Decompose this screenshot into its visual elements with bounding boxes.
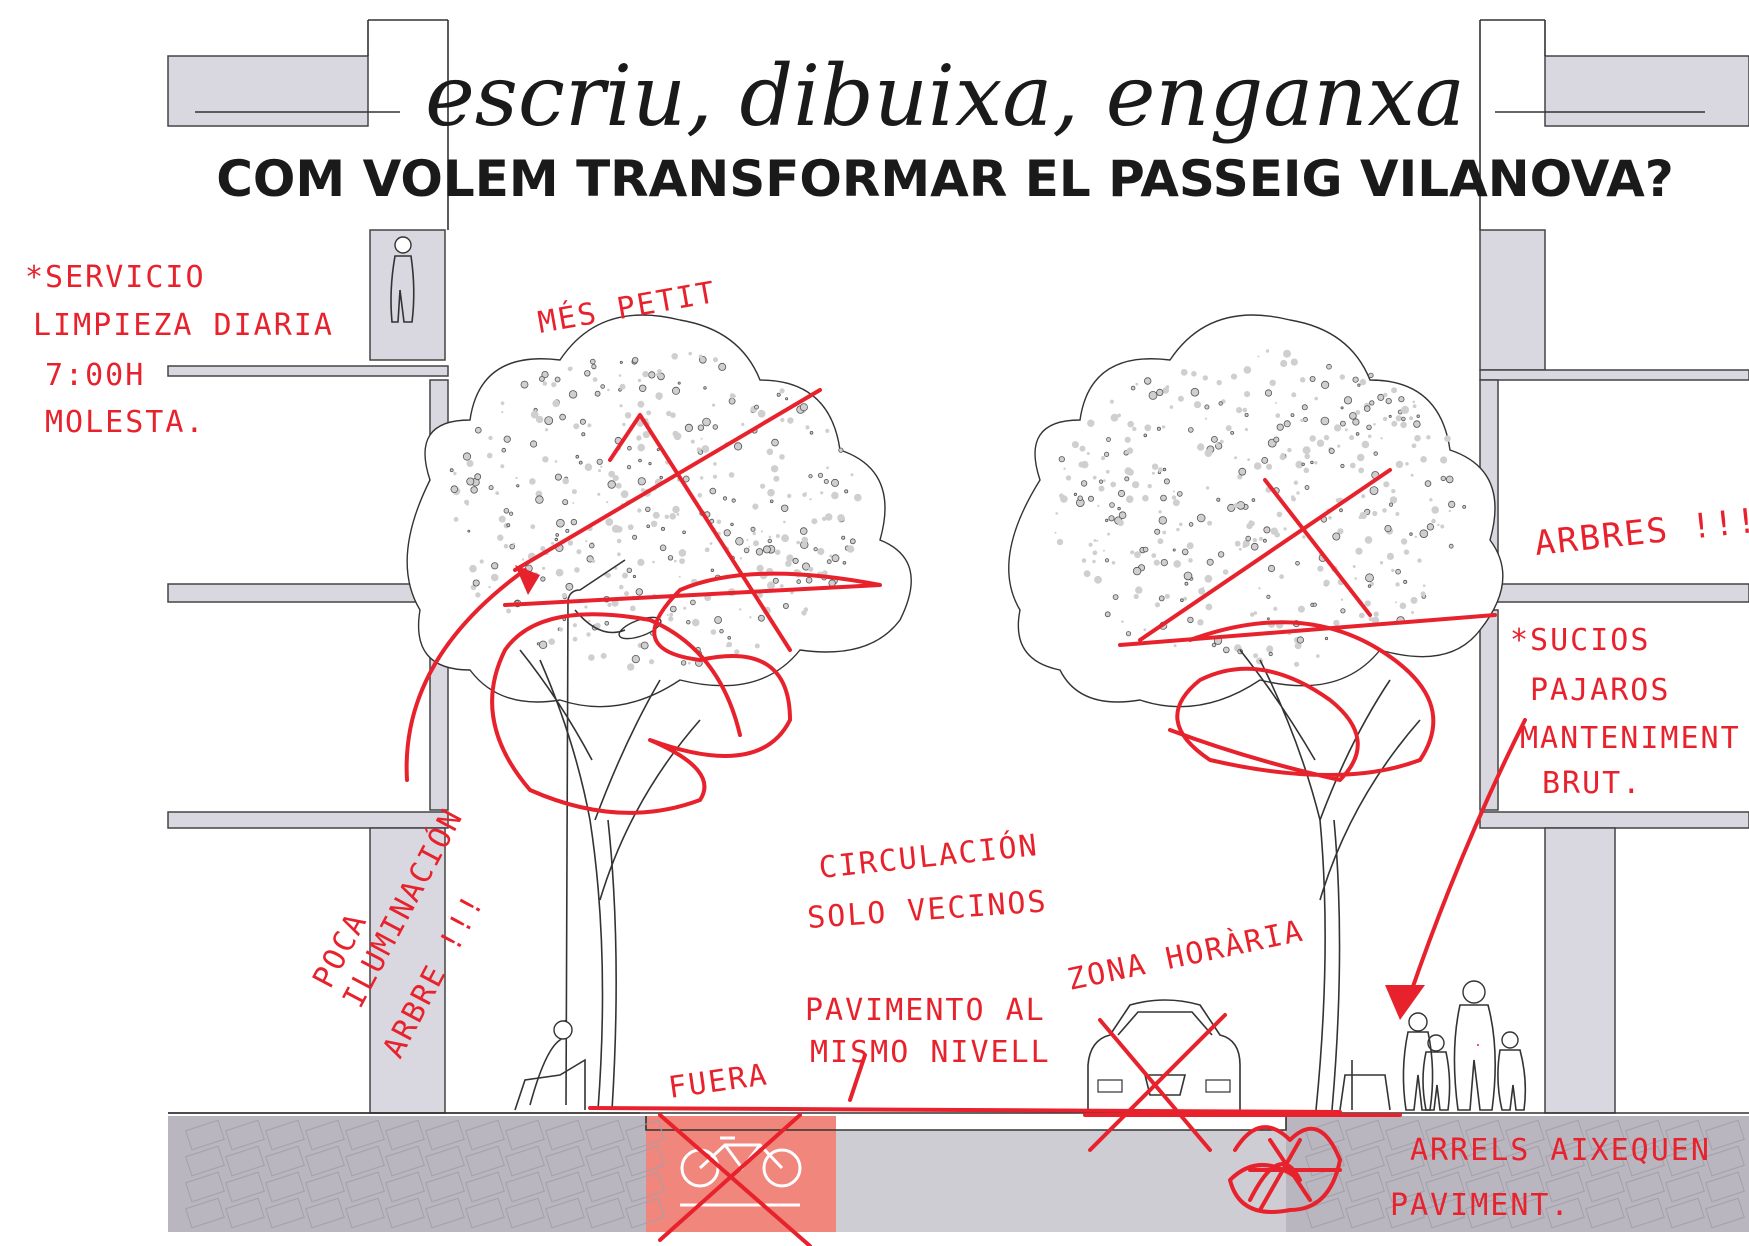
red-markup-strokes	[404, 388, 1527, 1246]
note-circulacion-line2: SOLO VECINOS	[806, 884, 1049, 936]
header: escriu, dibuixa, enganxa COM VOLEM TRANS…	[195, 47, 1705, 208]
building-right	[1479, 19, 1749, 1114]
annotation-arrels: ARRELS AIXEQUEN PAVIMENT.	[1390, 1133, 1711, 1223]
bench-icon	[514, 1019, 1391, 1111]
note-arrels-line2: PAVIMENT.	[1390, 1188, 1571, 1223]
tree-right	[1008, 314, 1504, 1111]
note-servicio-line1: *SERVICIO	[25, 260, 206, 295]
tree-left	[406, 314, 912, 1111]
family-people	[1402, 980, 1527, 1111]
note-servicio-line4: MOLESTA.	[45, 405, 206, 440]
main-title: COM VOLEM TRANSFORMAR EL PASSEIG VILANOV…	[216, 150, 1674, 208]
annotation-circulacion: CIRCULACIÓN SOLO VECINOS	[806, 826, 1049, 936]
note-paviment-line1: PAVIMENTO AL	[805, 993, 1046, 1028]
annotation-paviment: PAVIMENTO AL MISMO NIVELL	[805, 993, 1051, 1070]
note-servicio-line2: LIMPIEZA DIARIA	[33, 308, 334, 343]
note-sucios-line3: MANTENIMENT	[1520, 721, 1741, 756]
note-sucios-line4: BRUT.	[1542, 766, 1642, 801]
car-icon	[1087, 999, 1241, 1110]
note-fuera: FUERA	[666, 1057, 770, 1106]
note-sucios-line1: *SUCIOS	[1510, 623, 1650, 658]
script-title: escriu, dibuixa, enganxa	[425, 47, 1465, 145]
note-arbres: ARBRES !!!	[1533, 501, 1749, 564]
note-sucios-line2: PAJAROS	[1530, 673, 1670, 708]
bike-lane	[646, 1116, 836, 1232]
annotation-servicio: *SERVICIO LIMPIEZA DIARIA 7:00H MOLESTA.	[25, 260, 334, 440]
note-paviment-line2: MISMO NIVELL	[810, 1035, 1051, 1070]
person-icon	[390, 236, 415, 323]
note-servicio-line3: 7:00H	[45, 358, 145, 393]
note-arrels-line1: ARRELS AIXEQUEN	[1410, 1133, 1711, 1168]
note-zona-horaria: ZONA HORÀRIA	[1064, 913, 1307, 998]
note-circulacion-line1: CIRCULACIÓN	[817, 826, 1040, 886]
street-pavement	[168, 1112, 1749, 1232]
annotation-sucios: *SUCIOS PAJAROS MANTENIMENT BRUT.	[1510, 623, 1741, 801]
